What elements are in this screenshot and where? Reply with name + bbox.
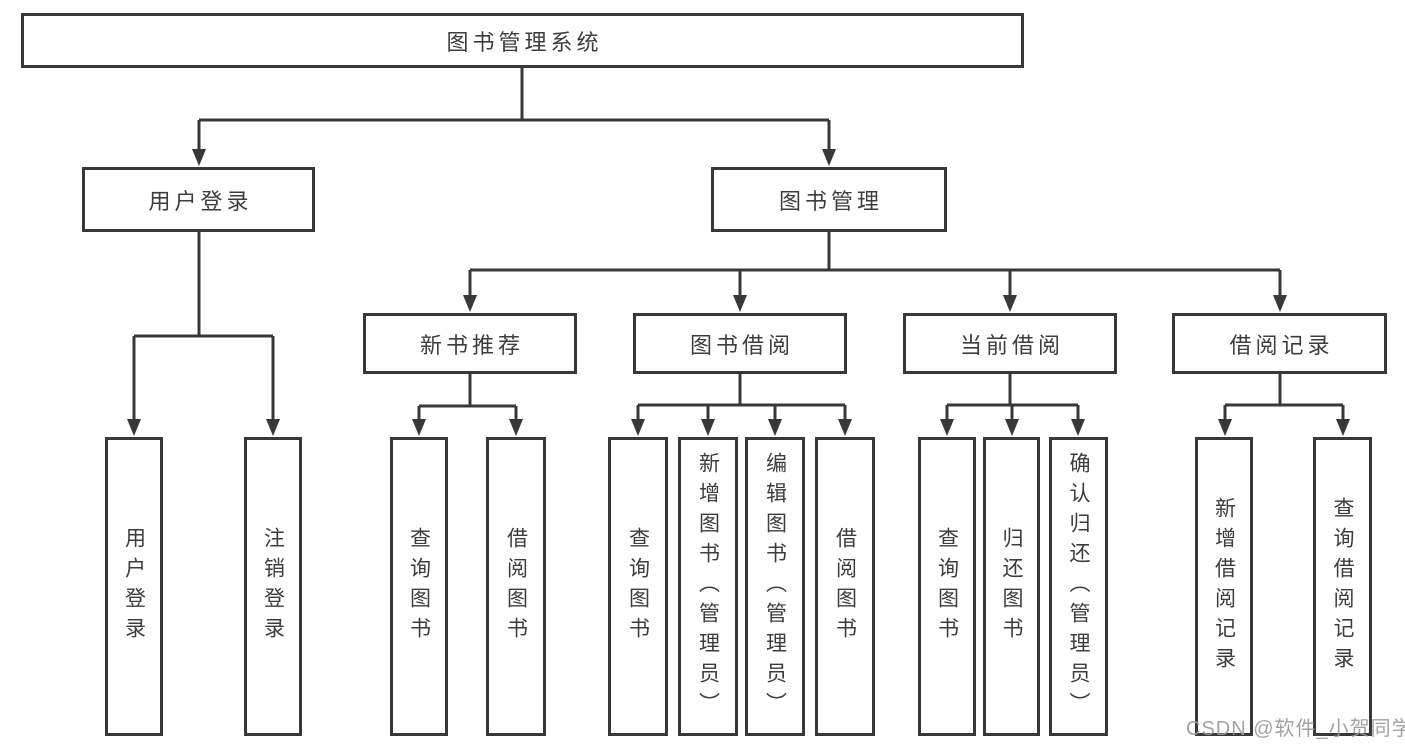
leaf-confirm-return-admin: 确认归还（管理员） — [1049, 437, 1108, 736]
leaf-newbooks-borrow-books: 借阅图书 — [486, 437, 546, 736]
node-borrow-records: 借阅记录 — [1172, 313, 1387, 374]
node-user-login: 用户登录 — [82, 167, 315, 232]
leaf-user-login: 用户登录 — [105, 437, 163, 736]
leaf-add-books-admin: 新增图书（管理员） — [678, 437, 738, 736]
leaf-add-borrow-record: 新增借阅记录 — [1195, 437, 1253, 736]
csdn-watermark: CSDN @软件_小贺同学 — [1186, 718, 1405, 740]
node-root: 图书管理系统 — [21, 13, 1024, 68]
leaf-query-borrow-record: 查询借阅记录 — [1313, 437, 1372, 736]
leaf-borrowing-query-books: 查询图书 — [608, 437, 668, 736]
leaf-newbooks-query-books: 查询图书 — [390, 437, 448, 736]
leaf-return-books: 归还图书 — [983, 437, 1040, 736]
leaf-edit-books-admin: 编辑图书（管理员） — [745, 437, 805, 736]
leaf-borrowing-borrow-books: 借阅图书 — [815, 437, 875, 736]
node-current-borrowing: 当前借阅 — [903, 313, 1117, 374]
node-book-borrowing: 图书借阅 — [633, 313, 847, 374]
leaf-current-query-books: 查询图书 — [918, 437, 976, 736]
arrowhead-icons — [127, 149, 1350, 436]
node-new-book-recommend: 新书推荐 — [363, 313, 577, 374]
connector-paths — [132, 68, 1345, 422]
node-book-management: 图书管理 — [711, 167, 947, 232]
leaf-logout: 注销登录 — [244, 437, 302, 736]
